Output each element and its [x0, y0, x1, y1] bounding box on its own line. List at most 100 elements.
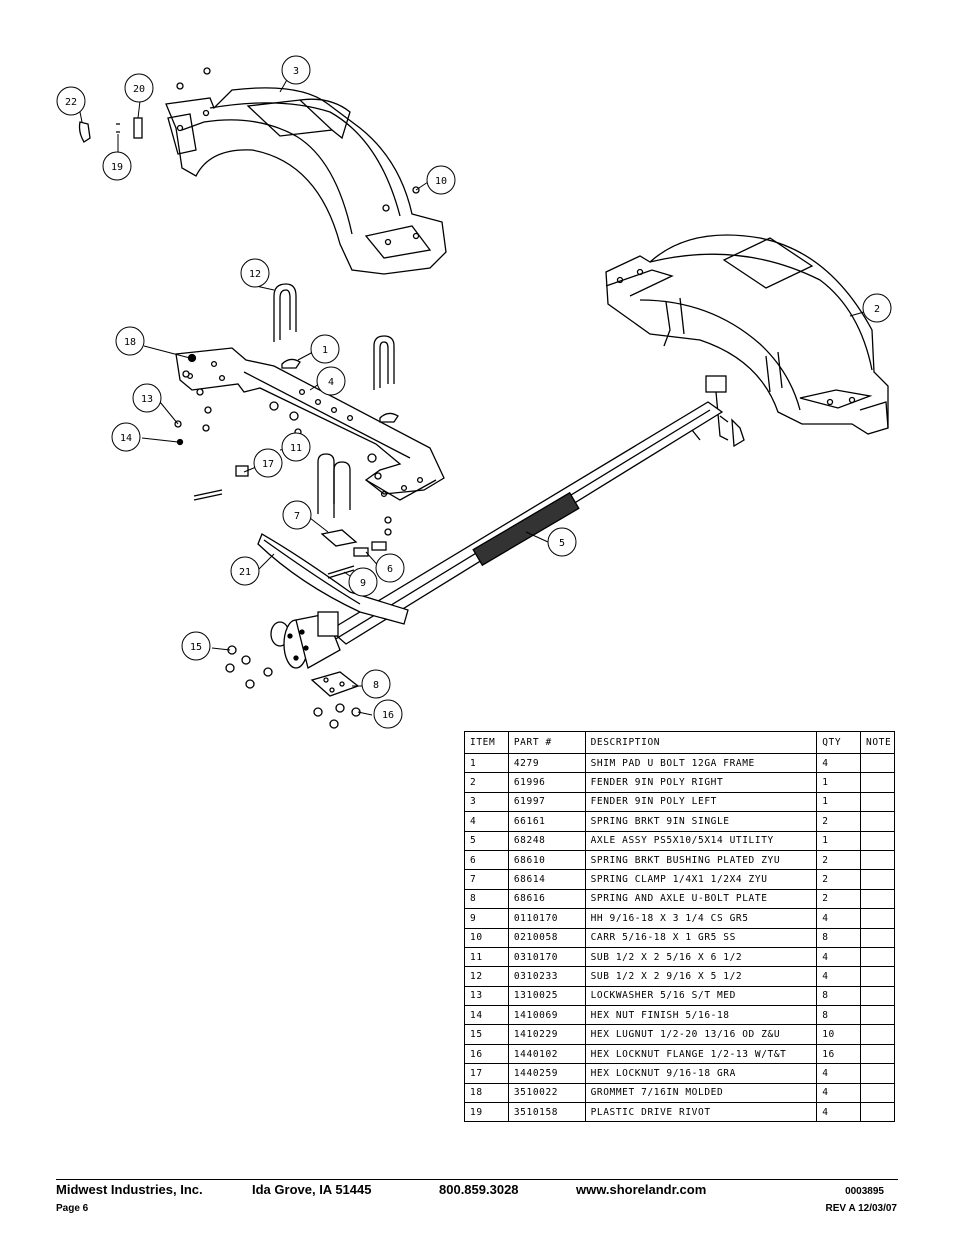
svg-text:13: 13	[141, 394, 153, 405]
svg-text:2: 2	[874, 304, 880, 315]
cell-qty: 1	[816, 772, 861, 793]
footer-doc-number: 0003895	[845, 1186, 884, 1197]
cell-part: 68248	[507, 830, 586, 851]
svg-text:16: 16	[382, 710, 394, 721]
cell-qty: 2	[816, 849, 861, 871]
bolt	[327, 565, 355, 579]
fender-left	[165, 87, 447, 275]
svg-text:20: 20	[133, 84, 145, 95]
cell-note	[860, 1082, 895, 1104]
cell-part: 1410229	[507, 1024, 586, 1045]
cell-note	[860, 830, 895, 851]
cell-note	[860, 772, 895, 793]
callout-7	[282, 500, 312, 530]
callout-6	[375, 553, 405, 583]
cell-qty: 4	[816, 1082, 861, 1104]
cell-part: 61996	[507, 772, 586, 793]
cell-part: 61997	[507, 791, 586, 813]
cell-qty: 4	[816, 1063, 861, 1084]
callout-2	[862, 293, 892, 323]
cell-item: 6	[464, 849, 509, 871]
header-qty: QTY	[816, 731, 861, 754]
svg-text:22: 22	[65, 97, 77, 108]
svg-text:3: 3	[293, 66, 299, 77]
cell-part: 0310170	[507, 946, 586, 968]
header-part-number: PART #	[507, 731, 586, 754]
cell-note	[860, 1102, 895, 1123]
cell-description: SUB 1/2 X 2 5/16 X 6 1/2	[584, 946, 818, 968]
cell-part: 1440102	[507, 1043, 586, 1065]
cell-item: 3	[464, 791, 509, 813]
cell-qty: 4	[816, 752, 861, 774]
svg-text:18: 18	[124, 337, 136, 348]
cell-description: HEX LOCKNUT 9/16-18 GRA	[584, 1063, 818, 1084]
bushing	[353, 547, 369, 557]
cell-item: 1	[464, 752, 509, 774]
bolt	[193, 489, 223, 501]
locknut	[235, 465, 249, 477]
cell-part: 68610	[507, 849, 586, 871]
cell-item: 8	[464, 888, 509, 910]
cell-item: 5	[464, 830, 509, 851]
cell-item: 2	[464, 772, 509, 793]
cell-description: HEX LUGNUT 1/2-20 13/16 OD Z&U	[584, 1024, 818, 1045]
cell-part: 1410069	[507, 1005, 586, 1026]
cell-note	[860, 908, 895, 929]
cell-description: SPRING BRKT BUSHING PLATED ZYU	[584, 849, 818, 871]
callout-12	[240, 258, 270, 288]
footer-divider	[56, 1179, 898, 1180]
footer-location: Ida Grove, IA 51445	[252, 1182, 372, 1197]
cell-item: 14	[464, 1005, 509, 1026]
cell-note	[860, 811, 895, 832]
cell-qty: 2	[816, 869, 861, 890]
cell-note	[860, 791, 895, 813]
svg-text:7: 7	[294, 511, 300, 522]
callout-9	[348, 567, 378, 597]
callouts: 22 20 19 3 10 12 2 18 1 4 13 14 11 17 7 …	[56, 55, 892, 729]
callout-13	[132, 383, 162, 413]
cell-part: 68614	[507, 869, 586, 890]
cell-description: GROMMET 7/16IN MOLDED	[584, 1082, 818, 1104]
svg-text:21: 21	[239, 567, 251, 578]
cell-part: 1310025	[507, 985, 586, 1007]
leaf-spring	[257, 533, 409, 625]
cell-qty: 4	[816, 946, 861, 968]
cell-description: SUB 1/2 X 2 9/16 X 5 1/2	[584, 966, 818, 987]
callout-14	[111, 422, 141, 452]
cell-description: SHIM PAD U BOLT 12GA FRAME	[584, 752, 818, 774]
u-bolts	[273, 283, 395, 518]
cell-qty: 1	[816, 830, 861, 851]
spring-bracket-frame	[175, 347, 445, 501]
cell-note	[860, 1024, 895, 1045]
callout-11	[281, 432, 311, 462]
table-header-row: ITEM PART # DESCRIPTION QTY NOTE	[464, 731, 895, 754]
footer-phone: 800.859.3028	[439, 1182, 519, 1197]
footer-company: Midwest Industries, Inc.	[56, 1182, 203, 1197]
cell-note	[860, 1063, 895, 1084]
callout-15	[181, 631, 211, 661]
cell-note	[860, 1043, 895, 1065]
cell-item: 16	[464, 1043, 509, 1065]
cell-description: HEX LOCKNUT FLANGE 1/2-13 W/T&T	[584, 1043, 818, 1065]
cell-part: 4279	[507, 752, 586, 774]
cell-qty: 4	[816, 908, 861, 929]
callout-5	[547, 527, 577, 557]
cell-description: PLASTIC DRIVE RIVOT	[584, 1102, 818, 1123]
cell-item: 17	[464, 1063, 509, 1084]
cell-item: 19	[464, 1102, 509, 1123]
callout-17	[253, 448, 283, 478]
svg-text:12: 12	[249, 269, 261, 280]
cell-description: FENDER 9IN POLY RIGHT	[584, 772, 818, 793]
cell-description: SPRING CLAMP 1/4X1 1/2X4 ZYU	[584, 869, 818, 890]
callout-19	[102, 151, 132, 181]
